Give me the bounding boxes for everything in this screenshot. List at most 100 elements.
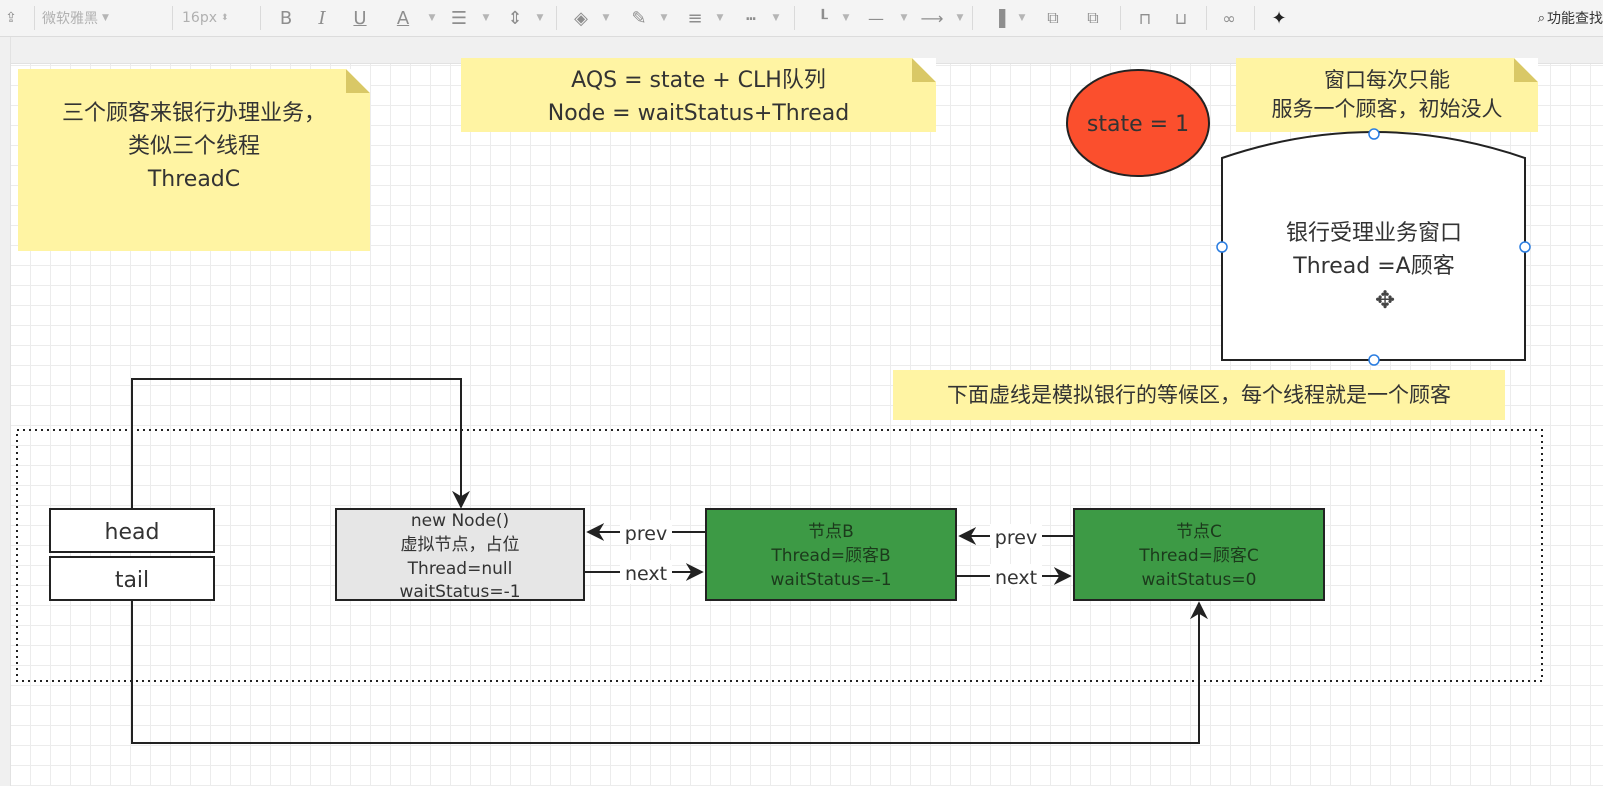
tail-pointer[interactable] <box>131 600 1208 744</box>
head-box[interactable] <box>49 508 215 553</box>
toolbar-divider <box>260 6 261 30</box>
bring-front-icon[interactable]: ⧉ <box>1047 8 1059 27</box>
toolbar-divider <box>172 6 173 30</box>
format-icon[interactable]: ⇪ <box>5 10 17 26</box>
move-cursor-icon: ✥ <box>1375 286 1395 314</box>
selection-handle[interactable] <box>1216 241 1228 253</box>
line-color-icon[interactable]: ✎ <box>631 7 647 29</box>
chevron-down-icon[interactable]: ▼ <box>602 13 610 23</box>
waiting-area[interactable] <box>16 429 1543 682</box>
dummy-node-line1: new Node() <box>411 511 509 531</box>
line-start-icon[interactable]: — <box>868 8 884 28</box>
send-back-icon[interactable]: ⧉ <box>1087 8 1099 27</box>
dummy-node[interactable] <box>335 508 585 601</box>
format-painter-icon[interactable]: ✦ <box>1271 7 1287 29</box>
node-b-line1: 节点B <box>808 522 854 542</box>
arrow-end-icon[interactable]: ⟶ <box>920 8 944 28</box>
chevron-down-icon[interactable]: ▼ <box>716 13 724 23</box>
line-spacing-icon[interactable]: ⇕ <box>507 7 523 29</box>
toolbar-divider <box>34 6 35 30</box>
dummy-node-line3: Thread=null <box>407 559 513 579</box>
line-width-icon[interactable]: ≡ <box>687 7 703 29</box>
chevron-down-icon[interactable]: ▼ <box>1018 13 1026 23</box>
note-waiting[interactable]: 下面虚线是模拟银行的等候区，每个线程就是一个顾客 <box>893 370 1505 420</box>
align-icon[interactable]: ☰ <box>450 7 468 29</box>
feature-search[interactable]: ⌕功能查找 <box>1529 0 1603 36</box>
note-aqs-text: AQS = state + CLH队列 Node = waitStatus+Th… <box>547 68 850 126</box>
chevron-down-icon[interactable]: ▼ <box>428 13 436 23</box>
head-label: head <box>105 520 160 545</box>
chevron-down-icon[interactable]: ▼ <box>536 13 544 23</box>
font-family-select[interactable]: 微软雅黑 ▼ <box>42 0 162 36</box>
edge-prev-b-label: prev <box>625 523 667 545</box>
tail-box[interactable] <box>49 556 215 601</box>
note-fold <box>1514 58 1538 82</box>
selection-handle[interactable] <box>1519 241 1531 253</box>
state-label: state = 1 <box>1087 112 1189 137</box>
font-color-button[interactable]: A <box>396 7 410 29</box>
bank-window-line2: Thread =A顾客 <box>1292 254 1454 279</box>
connector-icon[interactable]: ┖ <box>818 8 828 28</box>
bank-window[interactable] <box>1221 131 1526 361</box>
fill-color-icon[interactable]: ◈ <box>574 7 588 29</box>
chevron-down-icon[interactable]: ▼ <box>900 13 908 23</box>
dummy-node-line4: waitStatus=-1 <box>399 582 520 602</box>
node-c-line1: 节点C <box>1176 522 1222 542</box>
node-b-line3: waitStatus=-1 <box>770 570 891 590</box>
edge-label-bg <box>620 560 672 584</box>
dummy-node-line2: 虚拟节点，占位 <box>401 535 520 555</box>
toolbar-divider <box>1206 6 1207 30</box>
edge-prev-c-label: prev <box>995 527 1037 549</box>
font-size-value: 16px <box>182 10 217 26</box>
node-c-line2: Thread=顾客C <box>1138 546 1259 566</box>
edge-label-bg <box>620 520 672 544</box>
selection-handle[interactable] <box>1368 128 1380 140</box>
edge-label-bg <box>990 564 1042 588</box>
chevron-down-icon[interactable]: ▼ <box>482 13 490 23</box>
toolbar-divider <box>1254 6 1255 30</box>
line-style-icon[interactable]: ┅ <box>746 8 756 28</box>
unlock-icon[interactable]: ⊔ <box>1174 8 1188 28</box>
underline-button[interactable]: U <box>353 7 367 29</box>
toolbar-divider <box>556 6 557 30</box>
note-window[interactable]: 窗口每次只能 服务一个顾客，初始没人 <box>1236 58 1538 132</box>
stepper-icon: ⬍ <box>221 13 229 23</box>
note-customers[interactable]: 三个顾客来银行办理业务， 类似三个线程 ThreadC <box>18 69 370 251</box>
font-size-select[interactable]: 16px ⬍ <box>182 0 250 36</box>
node-c-line3: waitStatus=0 <box>1142 570 1257 590</box>
chevron-down-icon[interactable]: ▼ <box>842 13 850 23</box>
tail-label: tail <box>115 568 149 593</box>
note-fold <box>912 58 936 82</box>
chevron-down-icon: ▼ <box>102 13 109 23</box>
edge-next-dummy-label: next <box>625 563 667 585</box>
edge-label-bg <box>990 524 1042 548</box>
head-pointer[interactable] <box>131 378 470 509</box>
chevron-down-icon[interactable]: ▼ <box>772 13 780 23</box>
search-icon: ⌕ <box>1537 10 1545 26</box>
lock-icon[interactable]: ⊓ <box>1138 8 1152 28</box>
node-c[interactable] <box>1073 508 1325 601</box>
note-waiting-text: 下面虚线是模拟银行的等候区，每个线程就是一个顾客 <box>947 383 1451 407</box>
left-ruler <box>0 37 11 786</box>
note-aqs[interactable]: AQS = state + CLH队列 Node = waitStatus+Th… <box>461 58 936 132</box>
node-b[interactable] <box>705 508 957 601</box>
note-window-text: 窗口每次只能 服务一个顾客，初始没人 <box>1271 68 1503 121</box>
toolbar: ⇪ 微软雅黑▼ 16px⬍ B I U A ▼ ☰ ▼ ⇕ ▼ ◈ ▼ ✎ ▼ … <box>0 0 1603 37</box>
bank-window-line1: 银行受理业务窗口 <box>1286 221 1462 246</box>
chevron-down-icon[interactable]: ▼ <box>956 13 964 23</box>
search-label: 功能查找 <box>1547 11 1603 27</box>
link-icon[interactable]: ∞ <box>1222 8 1236 28</box>
state-ellipse[interactable] <box>1066 69 1210 177</box>
italic-button[interactable]: I <box>318 7 326 29</box>
note-fold <box>346 69 370 93</box>
selection-handle[interactable] <box>1368 354 1380 366</box>
bold-button[interactable]: B <box>279 7 293 29</box>
toolbar-divider <box>972 6 973 30</box>
edge-next-b-label: next <box>995 567 1037 589</box>
align-left-icon[interactable]: ▐ <box>992 8 1006 28</box>
note-customers-text: 三个顾客来银行办理业务， 类似三个线程 ThreadC <box>61 101 326 192</box>
chevron-down-icon[interactable]: ▼ <box>660 13 668 23</box>
font-family-value: 微软雅黑 <box>42 11 98 27</box>
node-b-line2: Thread=顾客B <box>770 546 890 566</box>
